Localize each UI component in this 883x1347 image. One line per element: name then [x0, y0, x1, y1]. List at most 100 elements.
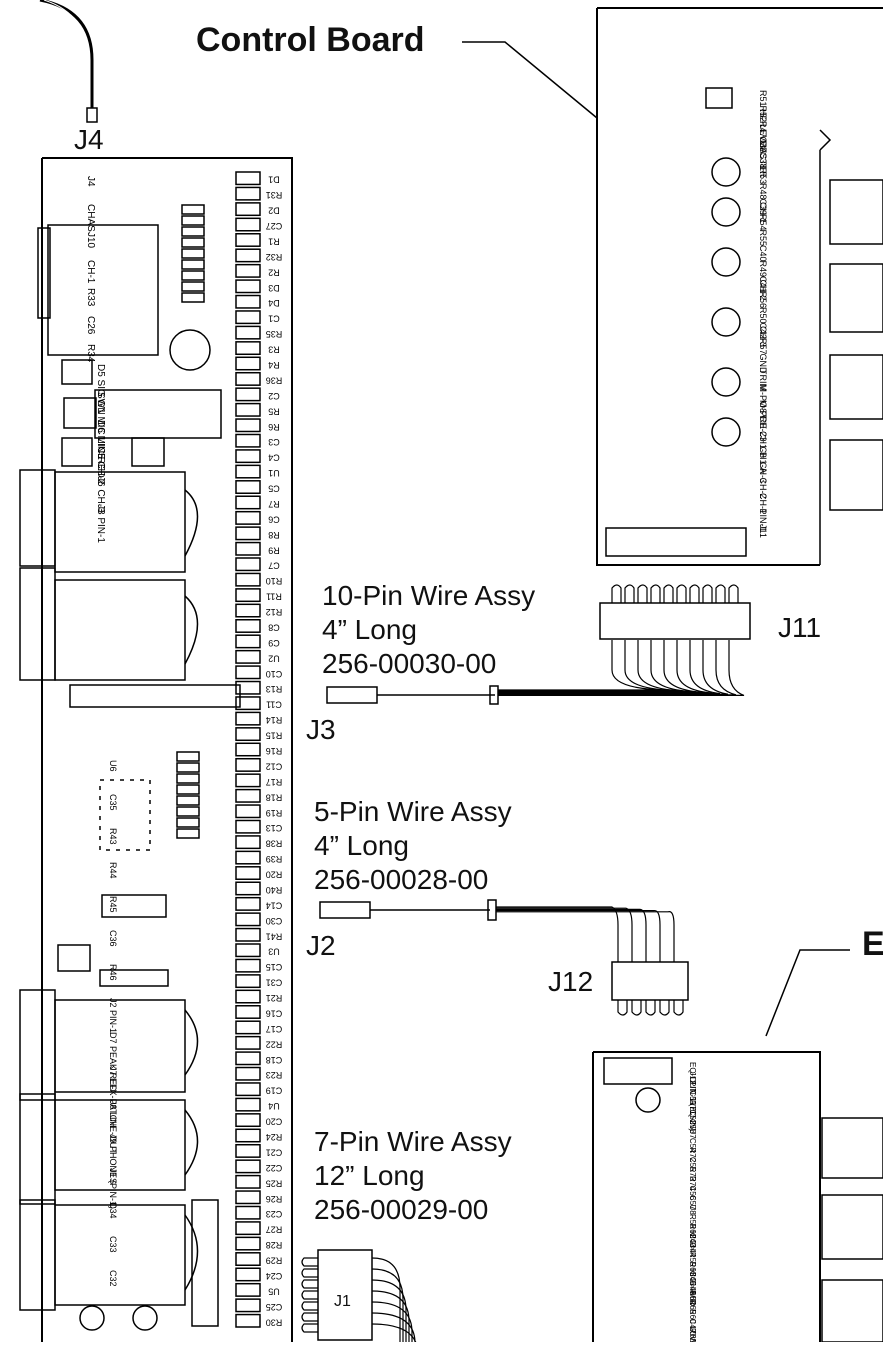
component-label: R23: [266, 1070, 283, 1080]
assy-7pin-name: 7-Pin Wire Assy: [314, 1126, 512, 1157]
eq-board-label: R72: [688, 1148, 697, 1163]
eq-board-label: C43: [688, 1233, 697, 1248]
main-board-label: J5 CH-2: [95, 448, 106, 485]
eq-board-leader: [765, 949, 850, 1037]
assy-5pin-part: 256-00028-00: [314, 864, 489, 895]
component-box: [235, 850, 261, 865]
main-board-label: D7 PEAK RED: [108, 1032, 118, 1092]
control-board-label: R47 MASTER: [758, 121, 768, 178]
component-box: [235, 510, 261, 525]
component-label: R22: [266, 1039, 283, 1049]
component-label: D3: [268, 283, 280, 293]
r42: [131, 437, 165, 467]
pot-r50: [829, 439, 883, 511]
j12-pin: [673, 1000, 684, 1016]
sw1-switch: [94, 389, 222, 439]
component-box: [235, 1236, 261, 1251]
j11-pin: [663, 584, 674, 603]
component-box: [235, 1282, 261, 1297]
main-board-label: J2 PIN-1: [108, 998, 118, 1033]
component-box: [235, 526, 261, 541]
assy-7pin-length: 12” Long: [314, 1160, 425, 1191]
component-box: [235, 1035, 261, 1050]
j12-pin: [617, 1000, 628, 1016]
pot-r48: [829, 263, 883, 333]
j11-label: J11: [778, 612, 822, 643]
component-box: [181, 281, 205, 292]
control-board-label: C37: [758, 137, 768, 154]
main-board-label: C26: [85, 316, 96, 335]
j1-pin: [301, 1268, 318, 1278]
component-box: [235, 773, 261, 788]
j4-plug: [86, 107, 98, 123]
j5-jack: [54, 471, 186, 573]
component-box: [235, 958, 261, 973]
main-board-label: C36: [108, 930, 118, 947]
eq-header: [603, 1057, 673, 1085]
component-label: R24: [266, 1132, 283, 1142]
component-label: C22: [266, 1163, 283, 1173]
j11-pin: [637, 584, 648, 603]
component-box: [235, 989, 261, 1004]
j12-pin: [659, 1000, 670, 1016]
j1-pin: [301, 1290, 318, 1300]
component-box: [235, 680, 261, 695]
j7-jack: [54, 999, 186, 1093]
component-label: R8: [268, 530, 280, 540]
control-board-label: R53: [758, 168, 768, 185]
component-box: [235, 649, 261, 664]
control-board-label: M-PRE: [758, 400, 768, 429]
component-box: [235, 665, 261, 680]
j4-cable-inner: [43, 0, 89, 110]
component-box: [181, 237, 205, 248]
j3-header: [69, 684, 241, 708]
component-label: C1: [268, 314, 280, 324]
eq-board-label: R58 HIGH: [688, 1214, 697, 1251]
control-board-label: R55: [758, 230, 768, 247]
d5-led: [61, 359, 93, 385]
control-board-label: R50 CH-3: [758, 307, 768, 347]
main-board-label: CH-1: [85, 260, 96, 284]
component-box: [235, 1205, 261, 1220]
component-label: U4: [268, 1101, 280, 1111]
component-box: [235, 727, 261, 742]
component-label: R5: [268, 406, 280, 416]
eq-board-label: R73: [688, 1167, 697, 1182]
eq-board-label: PIN-1 (EQ-IN): [688, 1081, 697, 1132]
component-label: R36: [266, 375, 283, 385]
eq-board-label: R65: [688, 1300, 697, 1315]
component-box: [235, 866, 261, 880]
control-board-label: CH-23: [758, 416, 768, 442]
wire-10pin: [498, 640, 737, 696]
component-label: R27: [266, 1225, 283, 1235]
component-label: C30: [266, 916, 283, 926]
component-box: [235, 449, 261, 464]
eq-board-label: EQ-OUT: [688, 1062, 697, 1093]
eq-board-label: U8: [688, 1205, 697, 1216]
main-board-label: R45: [108, 896, 118, 913]
component-box: [176, 784, 200, 795]
component-box: [235, 1143, 261, 1158]
component-label: C2: [268, 391, 280, 401]
component-box: [181, 292, 205, 303]
component-label: R39: [266, 854, 283, 864]
component-label: D2: [268, 206, 280, 216]
eq-board-outline: [592, 1051, 821, 1342]
j1-header: [191, 1199, 219, 1327]
component-box: [235, 217, 261, 232]
component-box: [235, 742, 261, 757]
component-box: [235, 588, 261, 603]
component-box: [235, 202, 261, 217]
component-label: R32: [266, 252, 283, 262]
component-label: C23: [266, 1209, 283, 1219]
component-label: U5: [268, 1286, 280, 1296]
component-box: [235, 495, 261, 510]
component-box: [176, 817, 200, 828]
component-box: [235, 341, 261, 356]
pot-r58: [821, 1117, 883, 1179]
component-label: R11: [266, 592, 282, 602]
component-label: C13: [266, 823, 283, 833]
component-label: C12: [266, 761, 283, 771]
j11-pin: [689, 584, 700, 603]
